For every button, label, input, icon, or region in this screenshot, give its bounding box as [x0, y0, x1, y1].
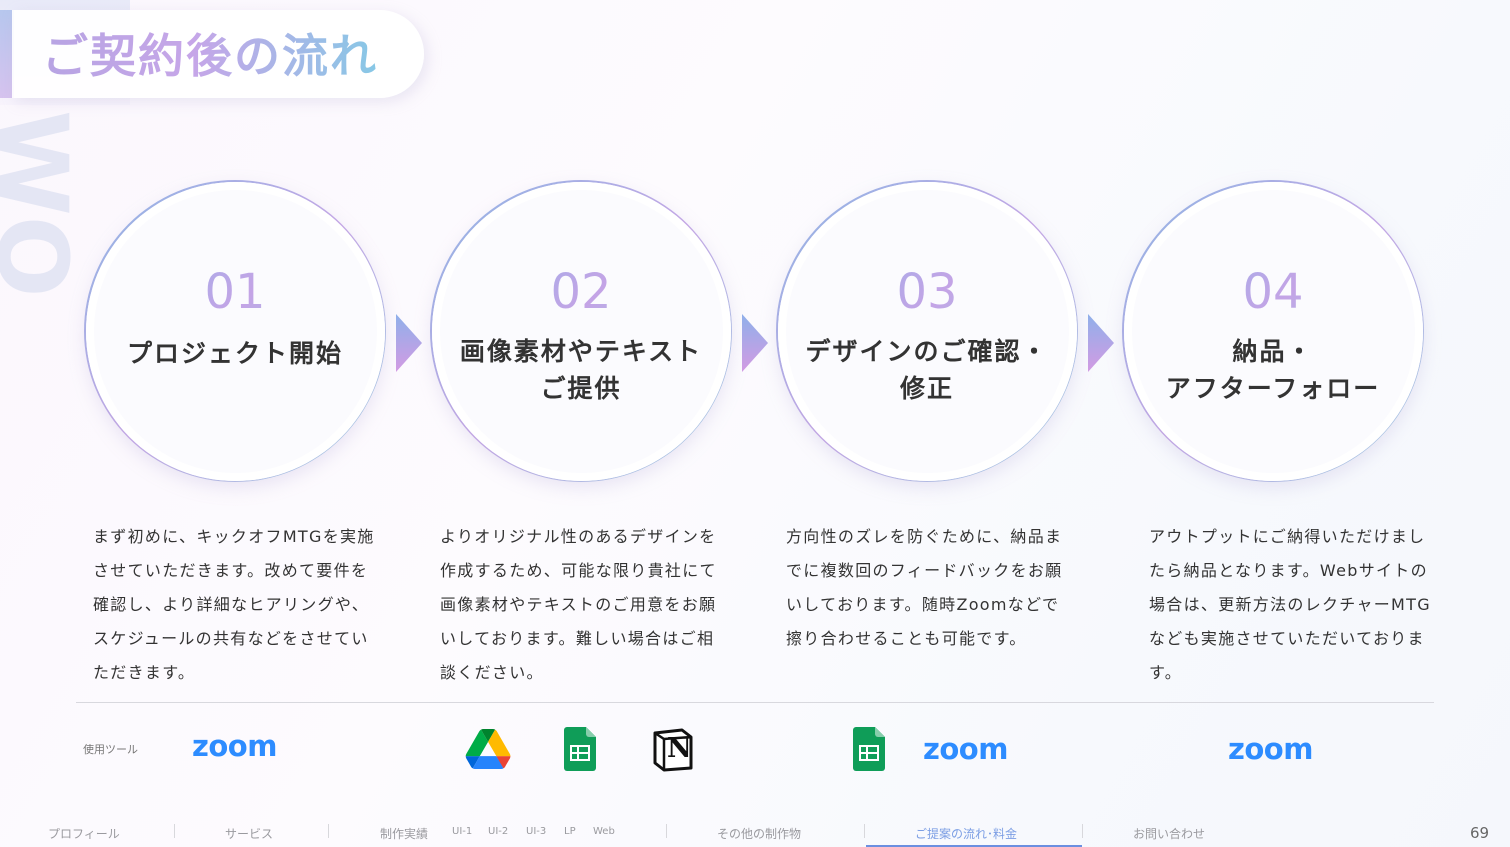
step-number: 02 [432, 264, 731, 320]
background-watermark: WO [0, 110, 88, 298]
header-accent-bar [0, 10, 14, 98]
notion-icon: N [652, 728, 694, 772]
step-circle-3: 03 デザインのご確認・ 修正 [776, 180, 1078, 482]
nav-subitem-web[interactable]: Web [593, 826, 615, 837]
nav-item-service[interactable]: サービス [225, 827, 274, 841]
step-circle-2: 02 画像素材やテキスト ご提供 [430, 180, 732, 482]
google-drive-icon [465, 729, 511, 769]
step-title: デザインのご確認・ 修正 [805, 336, 1049, 403]
arrow-right-icon [742, 314, 768, 372]
zoom-logo: zoom [1228, 732, 1313, 766]
step-description-4: アウトプットにご納得いただけましたら納品となります。Webサイトの場合は、更新方… [1149, 527, 1431, 682]
google-sheets-icon [853, 727, 885, 771]
arrow-right-icon [1088, 314, 1114, 372]
tools-label: 使用ツール [83, 743, 138, 756]
nav-subitem-lp[interactable]: LP [564, 826, 576, 837]
zoom-logo: zoom [923, 732, 1008, 766]
nav-separator [328, 824, 329, 838]
nav-item-contact[interactable]: お問い合わせ [1133, 827, 1206, 841]
step-description-2: よりオリジナル性のあるデザインを作成するため、可能な限り貴社にて画像素材やテキス… [440, 527, 717, 682]
google-sheets-icon [564, 727, 596, 771]
page-number: 69 [1470, 824, 1490, 842]
nav-subitem-ui3[interactable]: UI-3 [526, 826, 547, 837]
step-circle-4: 04 納品・ アフターフォロー [1122, 180, 1424, 482]
arrow-right-icon [396, 314, 422, 372]
step-number: 04 [1124, 264, 1423, 320]
footer-nav: プロフィール サービス 制作実績 UI-1 UI-2 UI-3 LP Web そ… [0, 820, 1510, 847]
section-divider [76, 702, 1434, 703]
step-title: プロジェクト開始 [126, 338, 343, 368]
page-title-pill [12, 10, 424, 98]
page-title: ご契約後の流れ [42, 20, 378, 86]
step-number: 01 [86, 264, 385, 320]
zoom-logo: zoom [192, 729, 277, 763]
nav-item-works[interactable]: 制作実績 [380, 827, 429, 841]
nav-active-indicator [866, 845, 1082, 847]
nav-separator [864, 824, 865, 838]
step-title: 画像素材やテキスト ご提供 [459, 336, 703, 403]
nav-subitem-ui2[interactable]: UI-2 [488, 826, 509, 837]
step-description-3: 方向性のズレを防ぐために、納品までに複数回のフィードバックをお願いしております。… [786, 527, 1063, 648]
nav-separator [174, 824, 175, 838]
notion-letter: N [667, 733, 692, 764]
step-description-1: まず初めに、キックオフMTGを実施させていただきます。改めて要件を確認し、より詳… [93, 527, 375, 682]
nav-item-other-works[interactable]: その他の制作物 [717, 827, 802, 841]
nav-item-profile[interactable]: プロフィール [48, 827, 120, 841]
nav-separator [1082, 824, 1083, 838]
step-circle-1: 01 プロジェクト開始 [84, 180, 386, 482]
step-number: 03 [778, 264, 1077, 320]
step-title: 納品・ アフターフォロー [1165, 336, 1381, 403]
nav-separator [666, 824, 667, 838]
nav-item-flow-pricing[interactable]: ご提案の流れ･料金 [915, 827, 1018, 841]
nav-subitem-ui1[interactable]: UI-1 [452, 826, 473, 837]
